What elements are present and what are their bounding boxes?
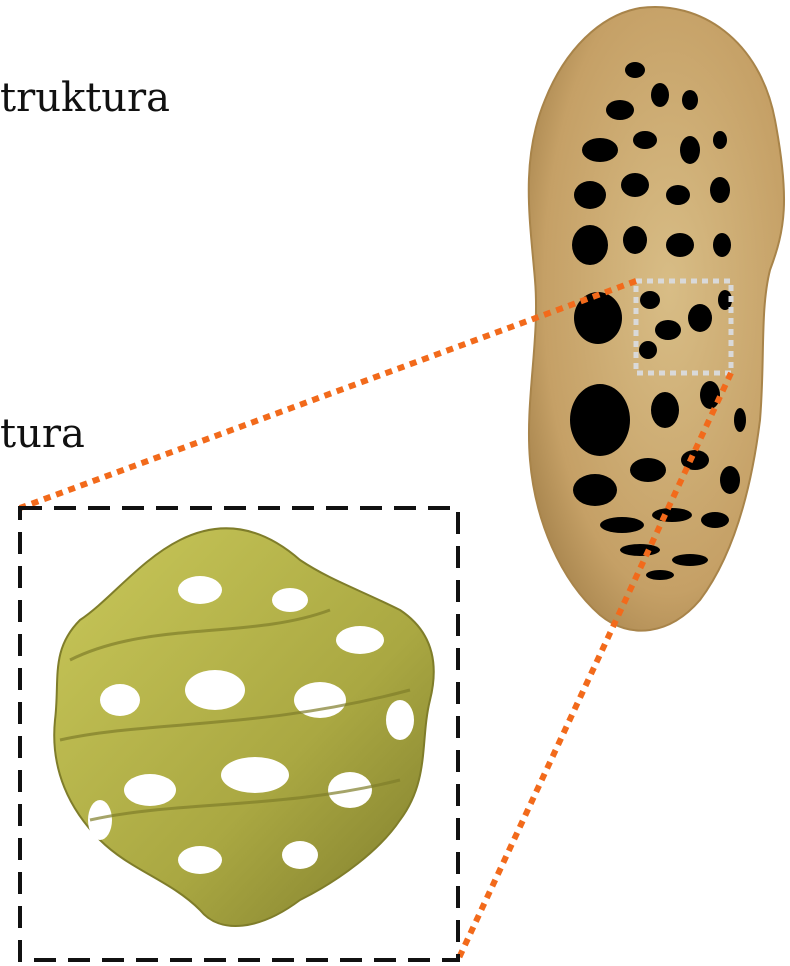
bone-cross-section-icon — [529, 7, 784, 631]
trabecular-3d-model-icon — [54, 528, 434, 926]
